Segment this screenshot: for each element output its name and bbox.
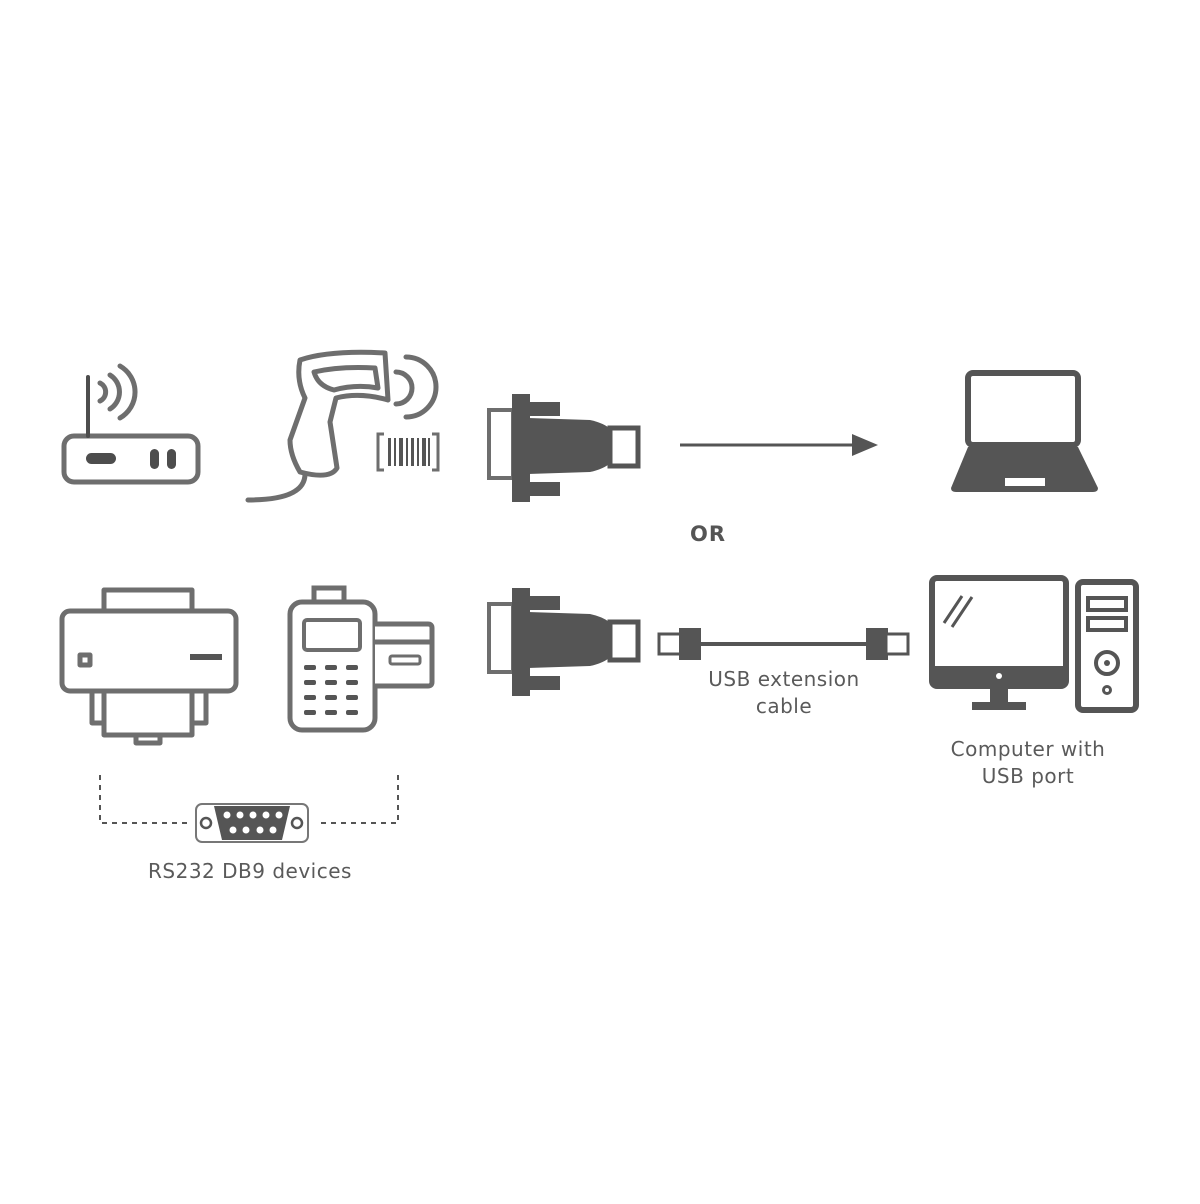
computer-label-line1: Computer with [950, 737, 1106, 761]
pc-tower-icon [1075, 579, 1139, 713]
laptop-icon [951, 370, 1098, 492]
usb-extension-cable-icon [657, 628, 910, 660]
db9-usb-adapter-icon [487, 588, 641, 696]
printer-icon [59, 587, 239, 746]
barcode-scanner-icon [245, 349, 439, 503]
or-label: OR [690, 522, 727, 546]
usb-extension-label-line1: USB extension [708, 667, 860, 691]
arrow-right-icon [680, 434, 878, 456]
usb-extension-label-line2: cable [755, 694, 813, 718]
computer-label: Computer with USB port [928, 736, 1128, 790]
desktop-monitor-icon [929, 575, 1069, 710]
barcode-icon [376, 432, 440, 472]
credit-card-icon [375, 621, 435, 689]
computer-label-line2: USB port [981, 764, 1075, 788]
db9-usb-adapter-icon [487, 394, 641, 502]
usb-extension-label: USB extension cable [684, 666, 884, 720]
pos-terminal-icon [287, 585, 378, 733]
db9-port-icon [195, 803, 309, 843]
wifi-router-icon [61, 363, 201, 485]
rs232-label: RS232 DB9 devices [148, 859, 352, 883]
dashed-bracket [99, 775, 399, 824]
